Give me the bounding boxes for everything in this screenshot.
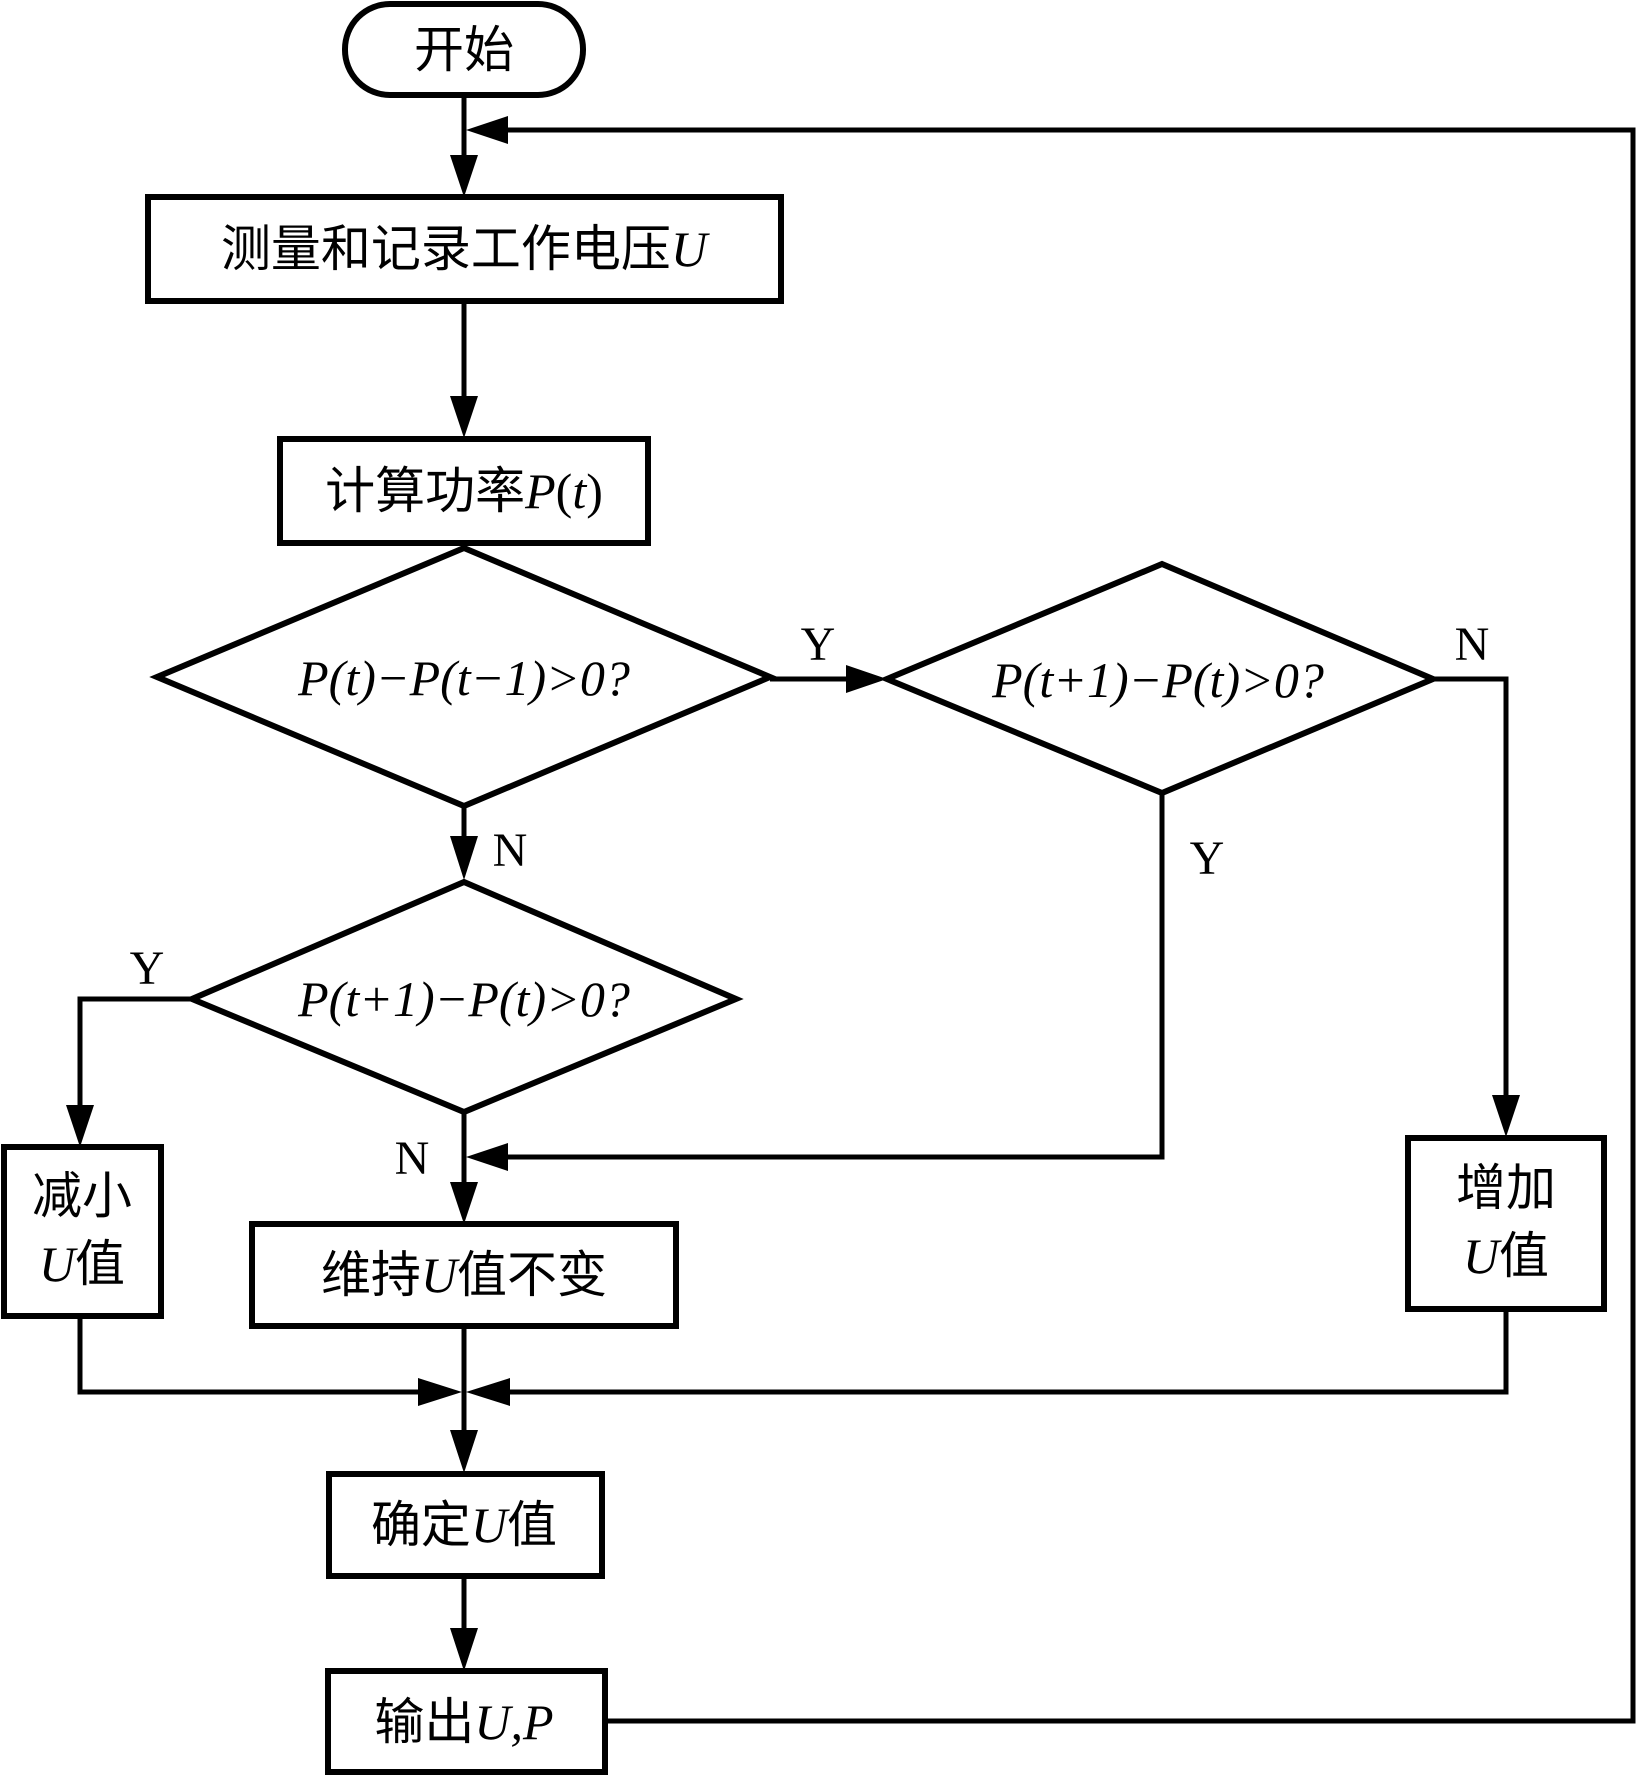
output-label-pre: 输出 [374, 1693, 474, 1751]
decision-shape [184, 878, 744, 1116]
process-shape [326, 1471, 605, 1579]
terminal-shape [342, 1, 586, 98]
branch-label-d2-yes: Y [1190, 832, 1225, 885]
arrowhead-down-increase [1492, 1095, 1520, 1137]
compute-paren-open: ( [556, 463, 573, 519]
arrowhead-right-decision2 [846, 665, 887, 693]
node-increase: 增加 U值 [1405, 1135, 1607, 1312]
decision-shape [149, 544, 778, 810]
arrowhead-down-output [450, 1628, 478, 1671]
measure-label: 测量和记录工作电压U [221, 220, 710, 278]
determine-label-var: U [471, 1497, 510, 1553]
node-maintain: 维持U值不变 [249, 1221, 679, 1329]
node-decrease: 减小 U值 [1, 1144, 164, 1319]
decision1-label: P(t)−P(t−1)>0? [297, 650, 630, 706]
output-label-var: U,P [474, 1694, 553, 1750]
decrease-label-line2: U值 [39, 1235, 125, 1293]
edge-increase-merge [500, 1310, 1509, 1395]
branch-label-d1-no: N [493, 824, 528, 877]
node-determine: 确定U值 [326, 1471, 605, 1579]
increase-label-text: 值 [1499, 1227, 1549, 1285]
edge-decision2-yes [500, 793, 1165, 1160]
process-shape [277, 436, 651, 546]
process-shape [325, 1668, 608, 1775]
compute-paren-var: t [572, 463, 587, 519]
compute-label: 计算功率P(t) [325, 462, 603, 520]
increase-label-line2: U值 [1463, 1227, 1549, 1285]
edge-decrease-merge [77, 1317, 428, 1395]
node-output: 输出U,P [325, 1668, 608, 1775]
process-shape [1, 1144, 164, 1319]
determine-label-post: 值 [507, 1496, 557, 1554]
start-label: 开始 [414, 21, 514, 79]
maintain-label-pre: 维持 [321, 1246, 421, 1304]
edge-decision3-yes [77, 996, 192, 1110]
arrowheads [66, 116, 1520, 1671]
measure-label-var: U [671, 221, 710, 277]
compute-paren-close: ) [586, 463, 603, 519]
branch-label-d3-yes: Y [130, 942, 165, 995]
compute-label-text: 计算功率 [325, 462, 525, 520]
edge-decision2-no [1433, 676, 1509, 1100]
decrease-label-text: 值 [75, 1235, 125, 1293]
decision2-label: P(t+1)−P(t)>0? [991, 652, 1324, 708]
arrowhead-down-decrease [66, 1105, 94, 1147]
maintain-label-var: U [421, 1247, 460, 1303]
process-shape [145, 194, 784, 304]
arrowhead-left-loop [466, 116, 508, 144]
node-decision3: P(t+1)−P(t)>0? [184, 878, 744, 1116]
output-label: 输出U,P [374, 1693, 553, 1751]
branch-label-d3-no: N [395, 1132, 430, 1185]
node-decision2: P(t+1)−P(t)>0? [879, 560, 1441, 797]
decision3-label: P(t+1)−P(t)>0? [297, 971, 630, 1027]
decision-shape [879, 560, 1441, 797]
arrowhead-left-merge [466, 1378, 510, 1406]
increase-label-var: U [1463, 1228, 1502, 1284]
determine-label: 确定U值 [371, 1496, 557, 1554]
decrease-label-var: U [39, 1236, 78, 1292]
process-shape [1405, 1135, 1607, 1312]
branch-label-d1-yes: Y [801, 618, 836, 671]
branch-labels: Y N N Y Y N [130, 618, 1490, 1185]
compute-label-var: P [524, 463, 556, 519]
node-start: 开始 [342, 1, 586, 98]
node-compute: 计算功率P(t) [277, 436, 651, 546]
node-decision1: P(t)−P(t−1)>0? [149, 544, 778, 810]
arrowhead-left-maintain-merge [466, 1143, 508, 1171]
arrowhead-right-merge [418, 1378, 462, 1406]
node-measure: 测量和记录工作电压U [145, 194, 784, 304]
maintain-label-post: 值不变 [457, 1246, 607, 1304]
arrowhead-down-measure [450, 155, 478, 197]
decrease-label-line1: 减小 [32, 1167, 132, 1225]
edge-loop-return [500, 127, 1636, 1724]
maintain-label: 维持U值不变 [321, 1246, 607, 1304]
measure-label-text: 测量和记录工作电压 [221, 220, 671, 278]
arrowhead-down-determine [450, 1430, 478, 1473]
increase-label-line1: 增加 [1456, 1159, 1556, 1217]
determine-label-pre: 确定 [371, 1496, 471, 1554]
arrowhead-down-maintain [450, 1182, 478, 1224]
edges [77, 96, 1636, 1724]
arrowhead-down-decision3 [450, 836, 478, 880]
arrowhead-down-compute [450, 396, 478, 438]
process-shape [249, 1221, 679, 1329]
branch-label-d2-no: N [1455, 618, 1490, 671]
